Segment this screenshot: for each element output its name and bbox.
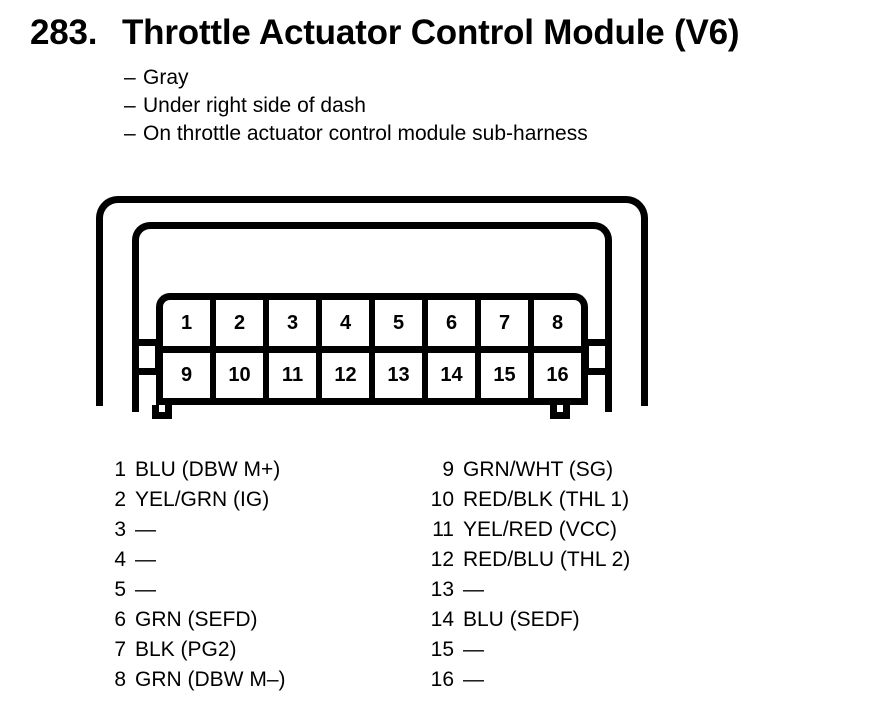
pin-legend-row: 9 GRN/WHT (SG)	[424, 455, 764, 485]
pin-legend-label: RED/BLU (THL 2)	[463, 548, 631, 571]
spec-text: Gray	[143, 66, 189, 89]
pin-legend-row: 1 BLU (DBW M+)	[96, 455, 416, 485]
pin-legend-number: 8	[114, 668, 126, 691]
pin-legend-label: YEL/RED (VCC)	[463, 518, 618, 541]
pin-legend-label: —	[135, 548, 156, 571]
pin-legend-number: 15	[430, 638, 454, 661]
spec-dash-icon: –	[124, 122, 136, 145]
connector-bottom-notch-left	[152, 405, 172, 419]
pin-cell: 5	[375, 300, 428, 346]
pin-legend-label: GRN/WHT (SG)	[463, 458, 614, 481]
pin-cell: 15	[481, 352, 534, 398]
pin-cell: 14	[428, 352, 481, 398]
spec-list: –Gray –Under right side of dash –On thro…	[124, 64, 844, 148]
connector-pin-grid: 1 2 3 4 5 6 7 8 9 10 11 12 13 14 15 16	[156, 293, 588, 405]
pin-legend-number: 13	[430, 578, 454, 601]
pin-legend-row: 8 GRN (DBW M–)	[96, 665, 416, 695]
pin-cell: 12	[322, 352, 375, 398]
pin-legend-label: RED/BLK (THL 1)	[463, 488, 630, 511]
pin-legend-label: GRN (DBW M–)	[135, 668, 286, 691]
pin-legend-row: 15 —	[424, 635, 764, 665]
pin-legend-label: —	[463, 638, 484, 661]
pin-legend-label: —	[463, 668, 484, 691]
pin-cell: 7	[481, 300, 534, 346]
pin-legend-row: 2 YEL/GRN (IG)	[96, 485, 416, 515]
spec-dash-icon: –	[124, 94, 136, 117]
page-title-number: 283.	[30, 13, 98, 52]
pin-cell: 6	[428, 300, 481, 346]
pin-legend-label: GRN (SEFD)	[135, 608, 258, 631]
pin-legend-number: 7	[114, 638, 126, 661]
spec-line: –On throttle actuator control module sub…	[124, 120, 844, 148]
pin-legend-row: 4 —	[96, 545, 416, 575]
pin-legend-row: 7 BLK (PG2)	[96, 635, 416, 665]
page-title: 283. Throttle Actuator Control Module (V6…	[30, 13, 740, 53]
pin-legend-number: 2	[114, 488, 126, 511]
pin-legend-number: 10	[430, 488, 454, 511]
pin-row-bottom: 9 10 11 12 13 14 15 16	[163, 345, 581, 398]
pin-legend-row: 16 —	[424, 665, 764, 695]
pin-legend-number: 1	[114, 458, 126, 481]
pin-legend-number: 14	[430, 608, 454, 631]
connector-inner-shell	[132, 222, 612, 412]
pin-legend-number: 4	[114, 548, 126, 571]
pin-legend-label: —	[135, 578, 156, 601]
pin-legend-row: 5 —	[96, 575, 416, 605]
pin-legend-number: 12	[430, 548, 454, 571]
pin-cell: 11	[269, 352, 322, 398]
pin-legend-row: 13 —	[424, 575, 764, 605]
pin-cell: 4	[322, 300, 375, 346]
pin-legend-row: 14 BLU (SEDF)	[424, 605, 764, 635]
pin-cell: 3	[269, 300, 322, 346]
pin-legend-label: BLU (DBW M+)	[135, 458, 281, 481]
connector-outer-shell	[96, 196, 648, 406]
spec-line: –Under right side of dash	[124, 92, 844, 120]
pin-legend-row: 10 RED/BLK (THL 1)	[424, 485, 764, 515]
pin-legend-number: 11	[432, 518, 454, 541]
pin-cell: 2	[216, 300, 269, 346]
pin-legend-column-right: 9 GRN/WHT (SG) 10 RED/BLK (THL 1) 11 YEL…	[424, 455, 764, 695]
pin-cell: 9	[163, 352, 216, 398]
connector-diagram: 1 2 3 4 5 6 7 8 9 10 11 12 13 14 15 16	[96, 196, 656, 419]
spec-text: Under right side of dash	[143, 94, 366, 117]
spec-dash-icon: –	[124, 66, 136, 89]
pin-legend-label: BLK (PG2)	[135, 638, 237, 661]
pin-cell: 10	[216, 352, 269, 398]
connector-bottom-notch-right	[550, 405, 570, 419]
pin-legend-number: 5	[114, 578, 126, 601]
pin-legend-number: 3	[114, 518, 126, 541]
page-title-text: Throttle Actuator Control Module (V6)	[122, 13, 740, 52]
pin-legend-number: 16	[430, 668, 454, 691]
pin-legend-label: BLU (SEDF)	[463, 608, 580, 631]
pin-legend-column-left: 1 BLU (DBW M+) 2 YEL/GRN (IG) 3 — 4 — 5 …	[96, 455, 416, 695]
pin-legend-label: —	[135, 518, 156, 541]
pin-cell: 13	[375, 352, 428, 398]
pin-legend-row: 11 YEL/RED (VCC)	[424, 515, 764, 545]
pin-legend-row: 3 —	[96, 515, 416, 545]
pin-legend-row: 6 GRN (SEFD)	[96, 605, 416, 635]
pin-row-top: 1 2 3 4 5 6 7 8	[163, 300, 581, 346]
pin-legend-label: YEL/GRN (IG)	[135, 488, 270, 511]
pin-legend-number: 9	[442, 458, 454, 481]
pin-legend-label: —	[463, 578, 484, 601]
spec-line: –Gray	[124, 64, 844, 92]
pin-cell: 8	[551, 311, 564, 334]
pin-legend-row: 12 RED/BLU (THL 2)	[424, 545, 764, 575]
pin-legend-number: 6	[114, 608, 126, 631]
spec-text: On throttle actuator control module sub-…	[143, 122, 588, 145]
pin-cell: 1	[163, 300, 216, 346]
pin-cell: 16	[546, 364, 569, 387]
